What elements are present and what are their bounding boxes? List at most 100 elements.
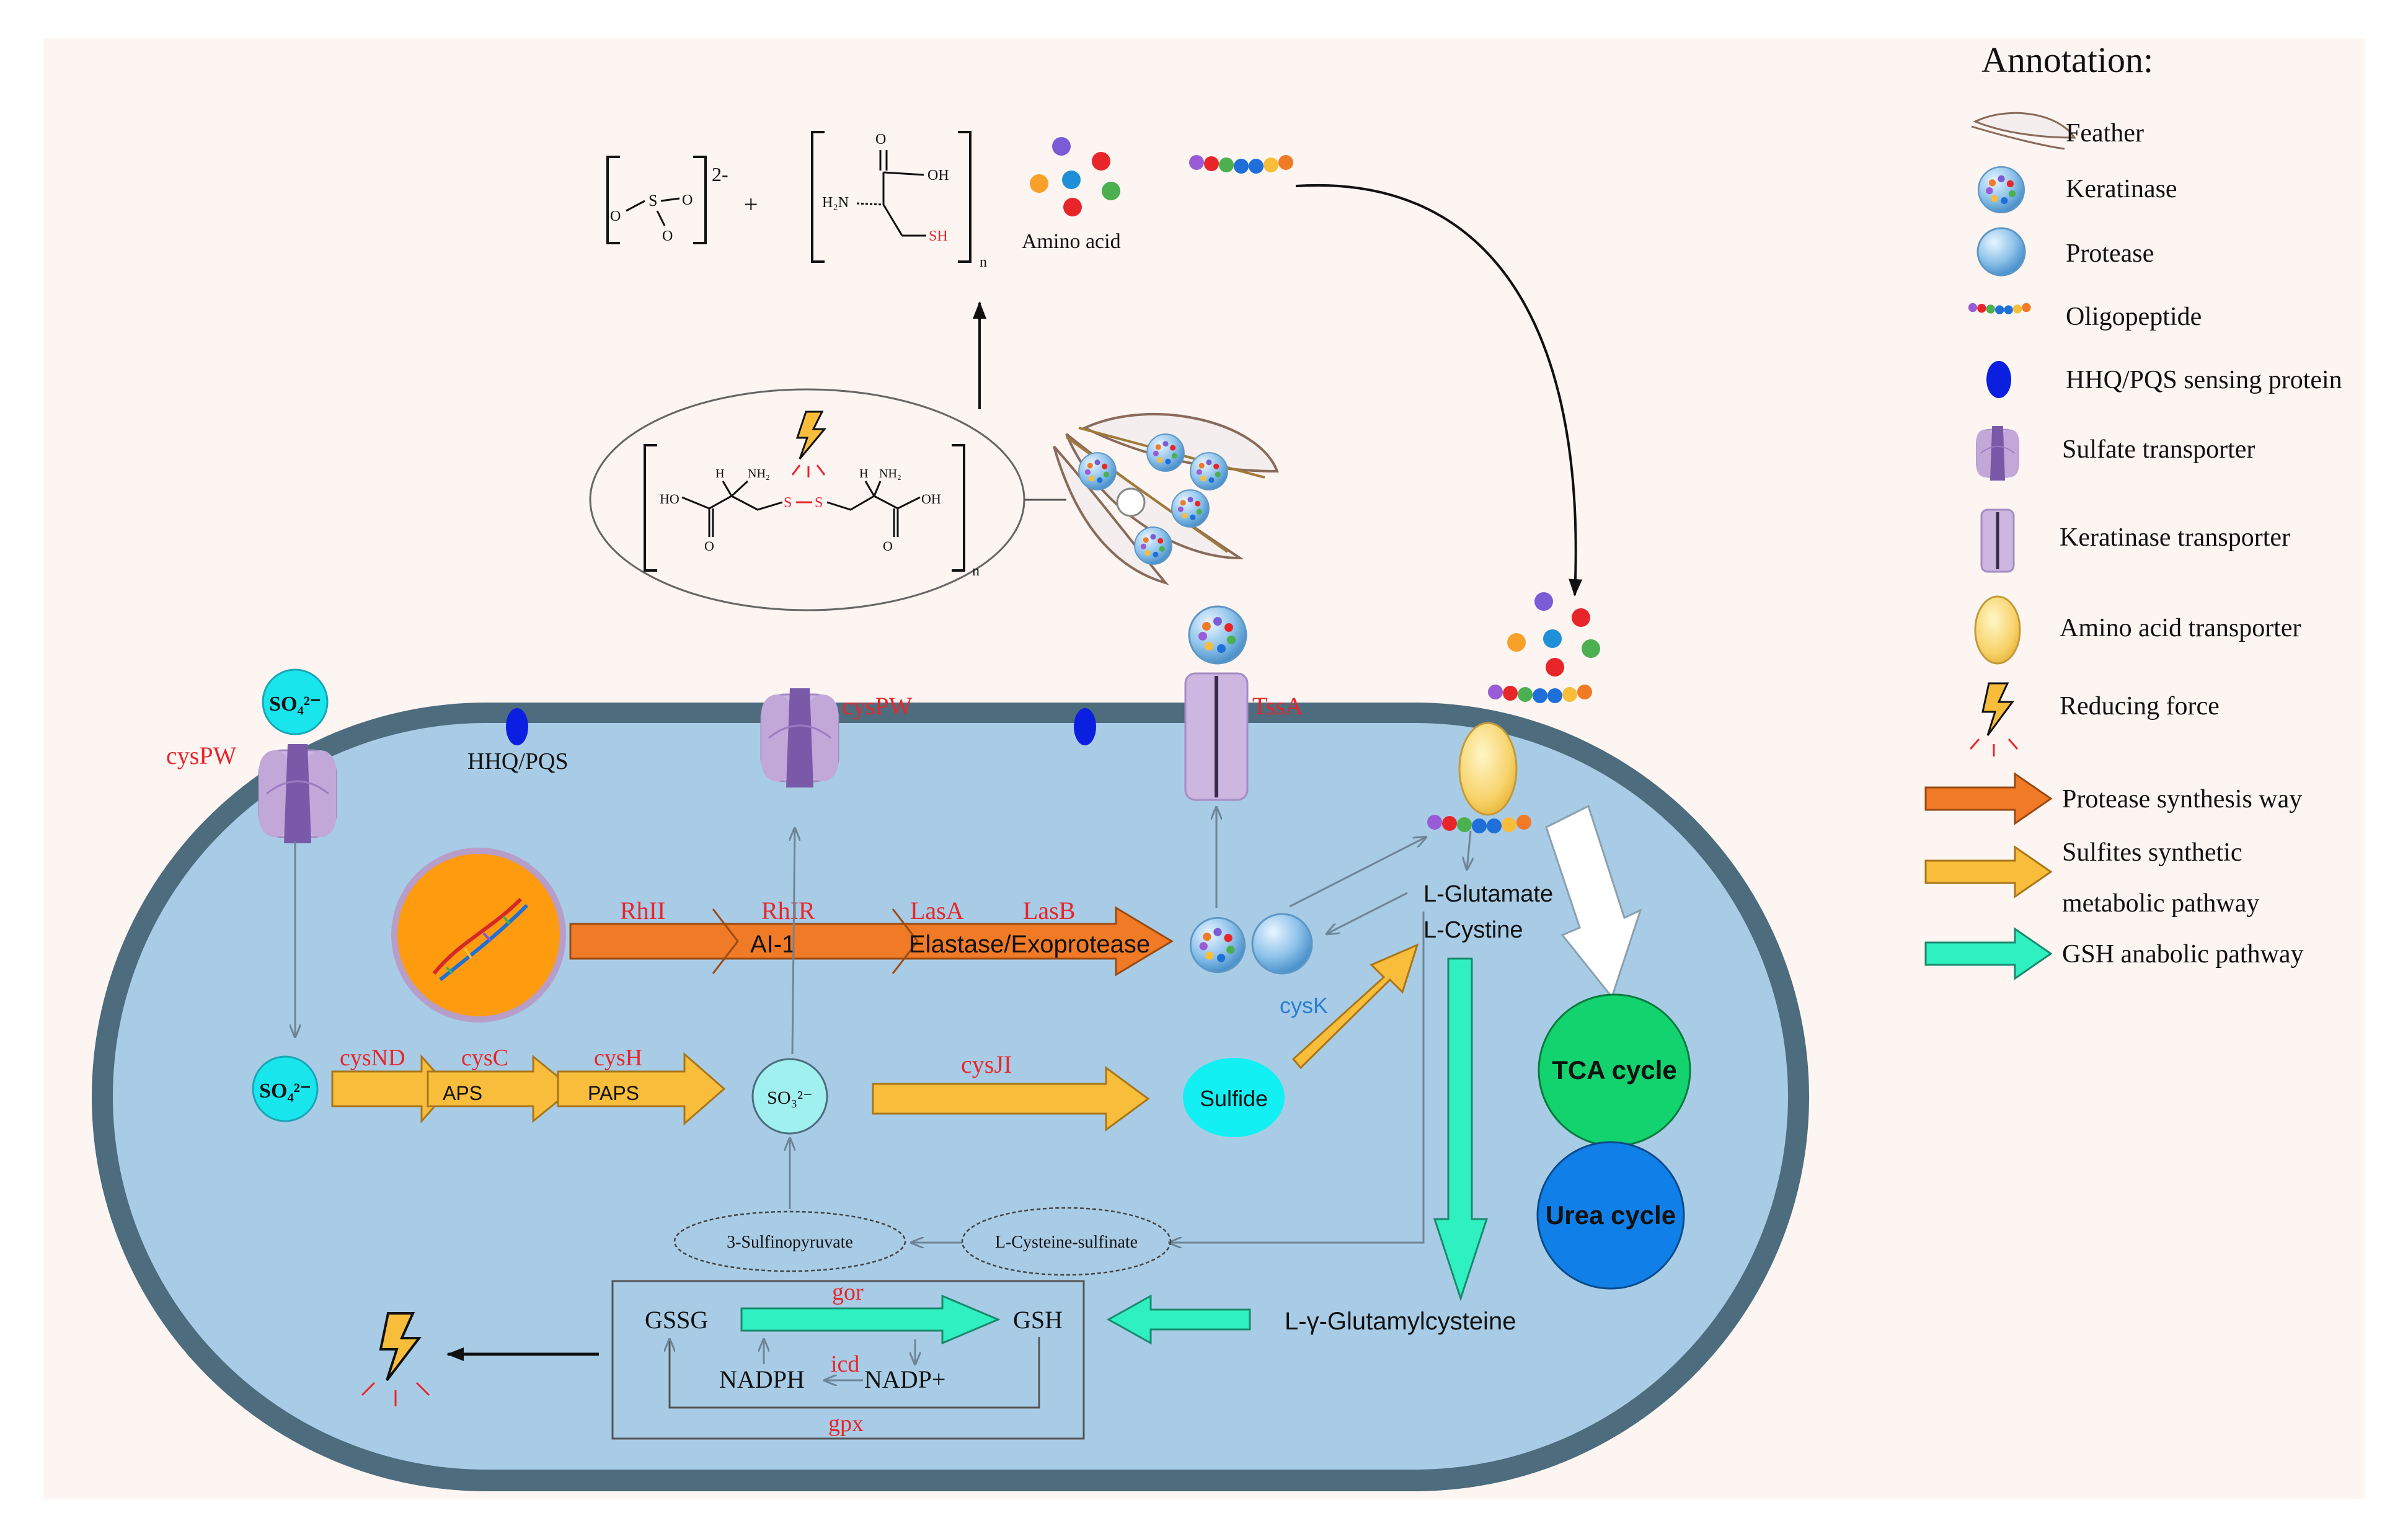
amino-acid-cluster-membrane [1507,592,1600,676]
cystine-h-left: H [715,467,724,481]
legend-arrow-gsh [1924,927,2053,980]
gene-cyspw-middle: cysPW [842,692,913,720]
plus-sign: + [744,190,758,218]
legend-label-protease-synthesis: Protease synthesis way [2062,785,2302,814]
gene-gor: gor [832,1279,864,1305]
cystine-o-right: O [883,538,893,554]
cysteine-sulfinate-node [961,1207,1172,1276]
sulfate-ion-outside [262,668,329,735]
l-cystine-label: L-Cystine [1423,917,1523,943]
cysteine-n-subscript: n [980,254,987,270]
sulfite-o-right: O [682,192,693,208]
aps-label: APS [443,1082,482,1104]
keratinase-transporter-icon [1980,508,2015,573]
sulfite-circle [751,1058,828,1135]
legend-label-sulfate-transporter: Sulfate transporter [2062,435,2255,464]
cysteine-h2n: H₂N [822,195,849,211]
legend-label-hhq-pqs: HHQ/PQS sensing protein [2066,366,2342,394]
protease-icon [1976,227,2026,277]
gene-cyspw-left: cysPW [166,742,237,770]
gsh-to-gssg-gpx-line [670,1337,1040,1409]
sulfite-label: SO₃²⁻ [767,1088,813,1108]
legend-label-keratinase: Keratinase [2066,175,2177,203]
paps-label: PAPS [588,1082,639,1104]
gene-rhli: RhII [620,897,665,925]
hhq-pqs-sensing-protein-icon [1986,361,2011,398]
reducing-force-icon-cell [361,1312,430,1406]
legend-label-protease: Protease [2066,239,2154,268]
gsh-cycle-box [611,1280,1085,1440]
amino-acid-transporter [1458,722,1518,816]
nadph-label: NADPH [719,1365,805,1393]
urea-cycle-node [1536,1141,1685,1290]
sulfate-transporter-left [258,743,337,845]
gene-cysk: cysK [1280,993,1328,1018]
gene-icd: icd [831,1351,859,1377]
gene-rhlr: RhIR [761,897,815,925]
keratinase-transporter [1184,672,1249,801]
sulfate-ion-inside-label: SO₄²⁻ [259,1080,311,1102]
sulfite-s-atom: S [648,192,657,210]
cystine-nh2-left: NH₂ [748,467,770,481]
keratinase-inside [1189,916,1246,974]
sulfide-label: Sulfide [1200,1086,1268,1111]
legend-arrow-sulfite [1924,845,2053,898]
cystine-n-subscript: n [972,563,980,579]
elastase-label: Elastase/Exoprotease [909,931,1150,958]
l-glutamate-label: L-Glutamate [1423,881,1553,907]
gene-cysh: cysH [594,1045,642,1071]
gsh-pathway-arrow-left [1106,1294,1251,1345]
feather-group [1053,412,1279,585]
legend-title: Annotation: [1981,40,2153,80]
sulfite-synthesis-arrow-cysk [1291,943,1419,1070]
sulfite-synthesis-arrow-4 [872,1066,1150,1132]
cystine-ho: HO [660,491,679,507]
sulfite-to-transporter-arrow [792,828,795,1055]
sulfite-charge: 2- [712,163,728,185]
sulfite-structure: 2- S O O O [606,156,728,244]
sulfite-o-bottom: O [662,228,673,244]
gene-tssa: TssA [1252,692,1303,720]
gene-lasa: LasA [910,897,964,925]
gsh-pathway-arrow-gor [740,1294,1001,1345]
sulfate-transporter-middle [760,687,839,789]
legend: Annotation: Feather Keratinase Protease … [1924,40,2342,980]
protease-synthesis-arrow [569,906,1174,977]
gssg-label: GSSG [645,1306,708,1334]
hhq-pqs-sensing-protein-right [1074,708,1096,745]
amino-acid-label: Amino acid [1022,230,1121,253]
cystine-o-left: O [704,538,714,554]
protease-inside [1251,913,1313,975]
nadp-plus-label: NADP+ [864,1365,945,1393]
cysteine-sh: SH [929,228,948,244]
cysteine-oh: OH [927,167,949,184]
gsh-label: GSH [1013,1306,1063,1334]
gene-gpx: gpx [828,1411,864,1437]
cystine-nh2-right: NH₂ [879,467,901,481]
feather-icon [1971,112,2076,150]
hhq-pqs-label: HHQ/PQS [467,748,569,774]
gene-cysc: cysC [461,1045,508,1071]
sulfate-transporter-icon [1976,425,2019,481]
gene-lasb: LasB [1023,897,1075,925]
sulfinopyruvate-node [673,1210,906,1272]
protease-arrow-segments [712,908,919,974]
transporter-to-glutamate-arrow [1467,830,1471,869]
keratinase-icon [1977,166,2025,213]
cystine-structure: n HO OH H NH₂ H NH₂ S S O O [644,444,980,579]
hhq-pqs-sensing-protein-left [506,708,528,745]
dna-helix-icon [432,897,529,982]
protease-to-aa-transporter-arrow [1289,837,1426,908]
legend-label-reducing-force: Reducing force [2060,692,2220,721]
cysteine-o: O [875,131,886,148]
gene-cysji: cysJI [961,1050,1012,1078]
sulfide-node [1183,1058,1285,1137]
glutamate-to-protease-arrow [1327,892,1408,934]
cystine-oh: OH [921,491,941,507]
cysteine-structure: n O OH H₂N SH [811,131,987,270]
legend-arrow-protease [1924,772,2053,825]
sulfite-synthesis-arrow-3 [557,1052,726,1126]
amino-acid-cluster-top [1030,137,1120,216]
white-arrow-to-tca [1545,804,1642,1000]
